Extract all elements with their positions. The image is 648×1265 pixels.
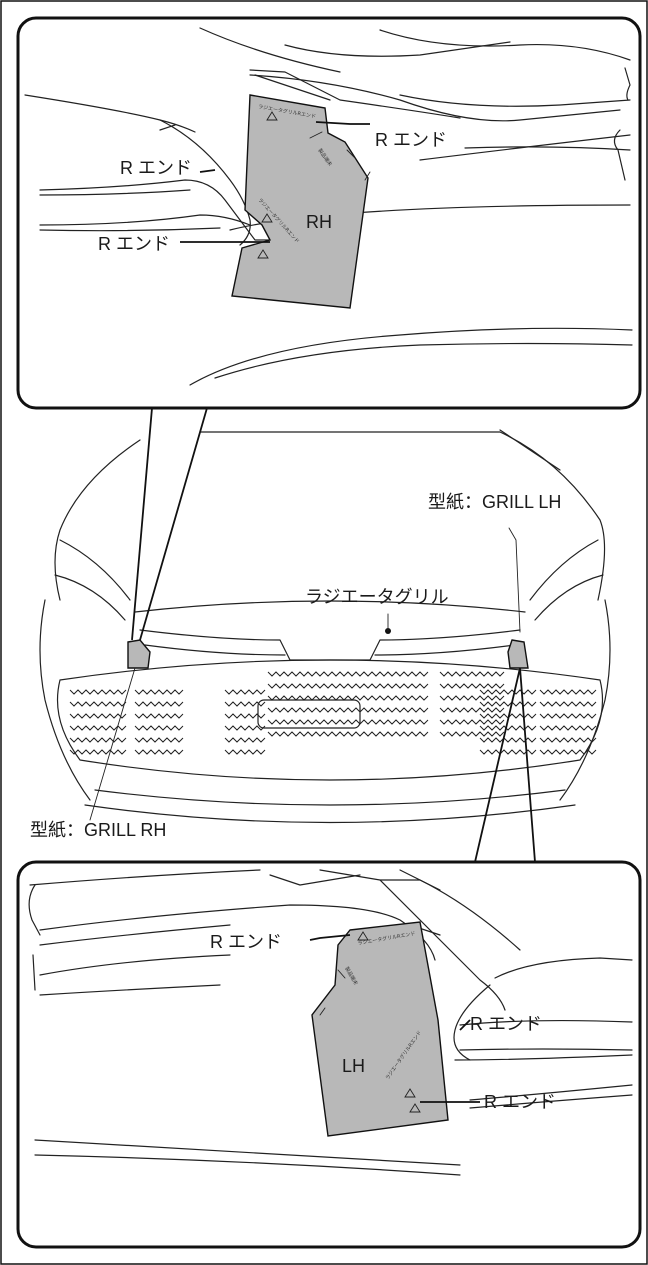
mesh-row — [479, 725, 537, 731]
mesh-row — [224, 749, 266, 755]
grille-mesh — [69, 671, 597, 755]
mesh-row — [224, 713, 266, 719]
mesh-row — [539, 701, 597, 707]
mesh-row — [69, 689, 127, 695]
mesh-row — [539, 689, 597, 695]
mesh-row — [134, 725, 184, 731]
mesh-row — [134, 737, 184, 743]
mesh-row — [224, 689, 266, 695]
mesh-row — [479, 701, 537, 707]
template-lh-label: 型紙：GRILL LH — [428, 492, 561, 512]
mesh-row — [479, 689, 537, 695]
mesh-row — [267, 683, 429, 689]
mesh-row — [69, 725, 127, 731]
mesh-row — [539, 749, 597, 755]
mesh-row — [134, 749, 184, 755]
tmpl-rh-text: RH — [306, 212, 332, 232]
vehicle-front-view — [39, 429, 611, 824]
template-lh-marker — [507, 639, 529, 669]
tmpl-lh-text: LH — [342, 1056, 365, 1076]
mesh-row — [134, 689, 184, 695]
mesh-row — [539, 737, 597, 743]
mesh-row — [439, 671, 505, 677]
bottom-r-end-1: R エンド — [210, 932, 282, 952]
top-r-end-1: R エンド — [375, 130, 447, 150]
top-r-end-2: R エンド — [120, 158, 192, 178]
mesh-row — [439, 707, 505, 713]
top-detail-panel: ラジエータグリルRエンド 製品端末 ラジエータグリルRエンド RH R エンド … — [16, 16, 642, 410]
mesh-row — [224, 701, 266, 707]
mesh-row — [134, 701, 184, 707]
mesh-row — [267, 719, 429, 725]
mesh-row — [69, 749, 127, 755]
top-r-end-3: R エンド — [98, 234, 170, 254]
mesh-row — [439, 731, 505, 737]
bottom-r-end-2: R エンド — [470, 1014, 542, 1034]
bottom-detail-panel: ラジエータグリルRエンド 製品端末 ラジエータグリルRエンド LH R エンド … — [16, 860, 642, 1249]
mesh-row — [224, 725, 266, 731]
mesh-row — [439, 683, 505, 689]
mesh-row — [539, 725, 597, 731]
mesh-row — [479, 737, 537, 743]
mesh-row — [267, 695, 429, 701]
bottom-r-end-3: R エンド — [484, 1092, 556, 1112]
mesh-row — [439, 719, 505, 725]
mesh-row — [267, 707, 429, 713]
mesh-row — [267, 671, 429, 677]
mesh-row — [69, 713, 127, 719]
mesh-row — [539, 713, 597, 719]
template-rh-label: 型紙：GRILL RH — [30, 820, 166, 840]
mesh-row — [479, 749, 537, 755]
mesh-row — [439, 695, 505, 701]
mesh-row — [134, 713, 184, 719]
grill-label: ラジエータグリル — [305, 587, 449, 607]
mesh-row — [224, 737, 266, 743]
mesh-row — [267, 731, 429, 737]
template-rh-marker — [127, 639, 151, 669]
mesh-row — [69, 737, 127, 743]
mesh-row — [69, 701, 127, 707]
